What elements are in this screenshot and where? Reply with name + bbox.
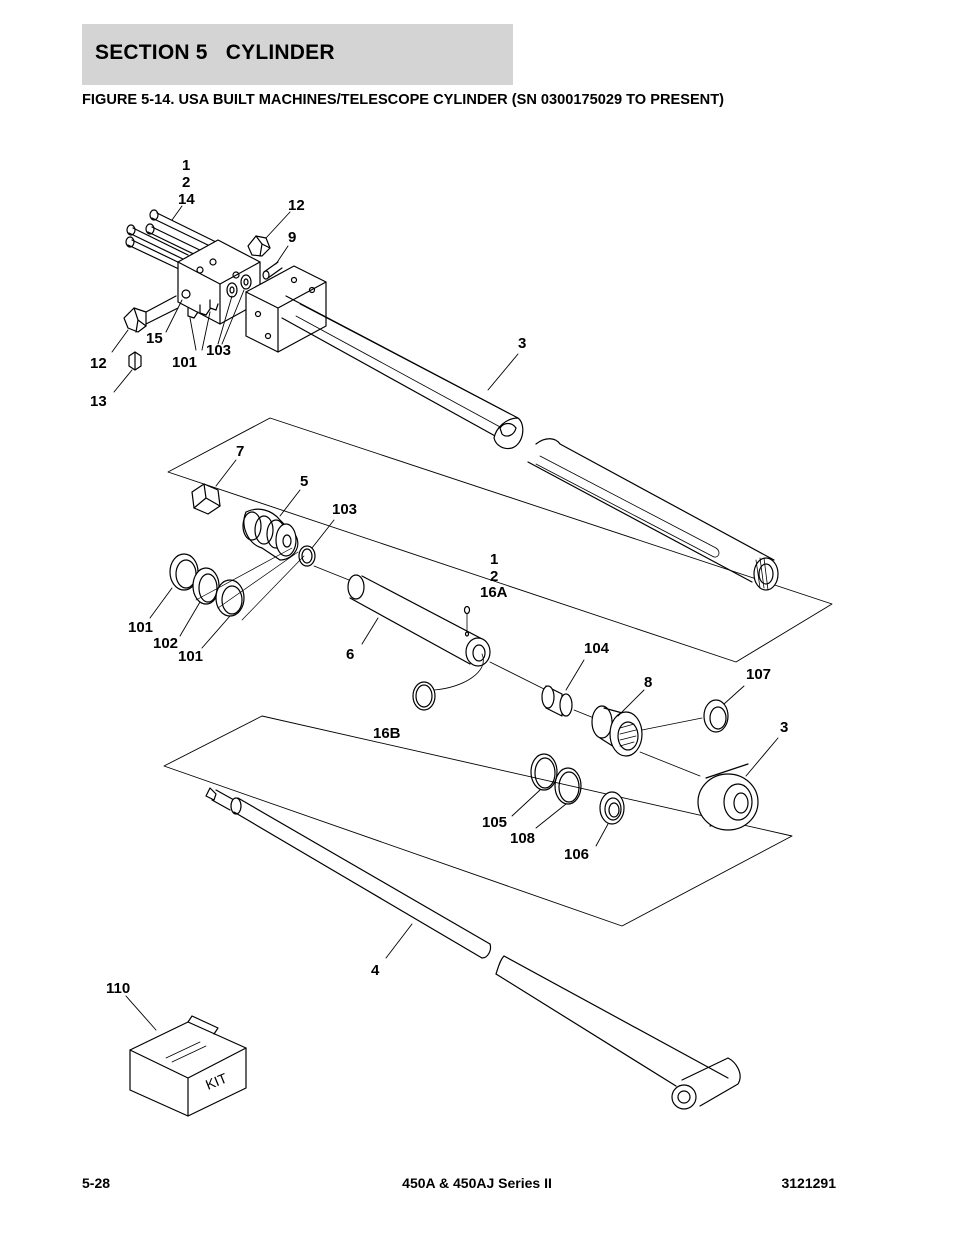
footer-model: 450A & 450AJ Series II — [402, 1175, 552, 1191]
callout-7: 7 — [236, 443, 244, 460]
cylinder-barrel-upper — [281, 295, 524, 450]
callout-2-upper: 2 — [182, 174, 190, 191]
fitting-12-upper — [247, 235, 271, 257]
callout-101-top: 101 — [172, 354, 197, 371]
callout-8: 8 — [644, 674, 652, 691]
rod-head-8 — [591, 705, 643, 757]
callout-106: 106 — [564, 846, 589, 863]
o-ring-16b — [412, 653, 484, 711]
piston-5 — [242, 508, 299, 561]
callout-2-lower: 2 — [490, 568, 498, 585]
wear-rings-101-102 — [169, 553, 245, 617]
seal-106 — [599, 791, 625, 825]
callout-103-top: 103 — [206, 342, 231, 359]
page-number: 5-28 — [82, 1175, 111, 1191]
callouts: 1 2 14 12 9 15 101 103 12 13 3 7 5 103 1… — [90, 157, 788, 997]
callout-110: 110 — [106, 980, 130, 997]
wear-ring-104 — [541, 685, 573, 717]
callout-102: 102 — [153, 635, 178, 652]
assembly-plane-lower — [163, 715, 793, 927]
callout-104: 104 — [584, 640, 610, 657]
callout-108: 108 — [510, 830, 535, 847]
callout-6: 6 — [346, 646, 354, 663]
callout-12-upper: 12 — [288, 197, 305, 214]
port-block — [177, 239, 261, 325]
kit-box-label: KIT — [203, 1070, 230, 1093]
callout-12-lower: 12 — [90, 355, 107, 372]
callout-3-stop-tube: 3 — [780, 719, 788, 736]
callout-14: 14 — [178, 191, 195, 208]
callout-1-lower: 1 — [490, 551, 498, 568]
callout-3-barrel: 3 — [518, 335, 526, 352]
nut-13 — [128, 351, 142, 371]
section-header: SECTION 5 CYLINDER — [82, 24, 513, 85]
document-number: 3121291 — [781, 1175, 836, 1191]
fitting-12-lower — [123, 295, 179, 333]
callout-101-right: 101 — [178, 648, 203, 665]
barrel-head-plate — [245, 265, 327, 353]
set-screw-16a — [463, 605, 471, 637]
rod-4 — [205, 787, 741, 1110]
pin-9 — [262, 261, 283, 280]
callout-16b: 16B — [373, 725, 401, 742]
callout-16a: 16A — [480, 584, 508, 601]
wiper-107 — [703, 699, 729, 733]
nut-7 — [191, 483, 221, 515]
spacer-6 — [347, 574, 491, 667]
callout-107: 107 — [746, 666, 771, 683]
callout-101-left: 101 — [128, 619, 153, 636]
figure-title: FIGURE 5-14. USA BUILT MACHINES/TELESCOP… — [82, 92, 724, 108]
assembly-plane-middle — [167, 417, 833, 663]
callout-15: 15 — [146, 330, 163, 347]
leader-lines — [111, 205, 779, 1031]
cylinder-barrel-lower — [527, 438, 779, 591]
stop-tube-3 — [697, 763, 759, 831]
section-title: SECTION 5 CYLINDER — [95, 41, 335, 64]
kit-box-110 — [129, 1015, 247, 1117]
seals-105-108 — [530, 753, 582, 805]
callout-1-upper: 1 — [182, 157, 190, 174]
callout-103-middle: 103 — [332, 501, 357, 518]
callout-4: 4 — [371, 962, 380, 979]
callout-9: 9 — [288, 229, 296, 246]
seal-103 — [298, 545, 316, 567]
callout-105: 105 — [482, 814, 507, 831]
callout-5: 5 — [300, 473, 308, 490]
callout-13: 13 — [90, 393, 107, 410]
